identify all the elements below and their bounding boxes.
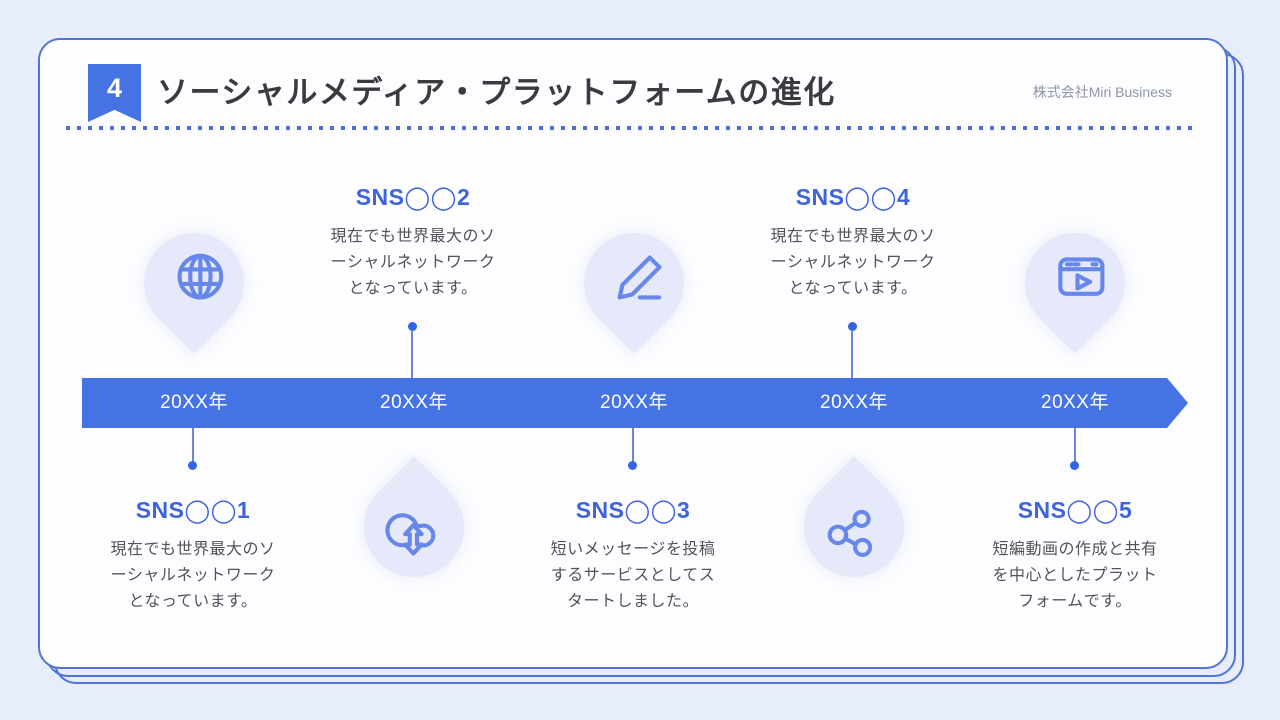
description-line: 短いメッセージを投稿 [550,541,716,558]
connector-dot [188,461,197,470]
description-line: ーシャルネットワーク [770,254,936,271]
description-line: となっています。 [788,280,918,297]
map-pin-shape [563,212,705,354]
year-label: 20XX年 [160,392,228,413]
connector-dot [408,322,417,331]
timeline-arrow-icon [1167,378,1188,428]
timeline-item: SNS◯◯1 現在でも世界最大のソ ーシャルネットワーク となっています。 [73,497,313,615]
description-line: 現在でも世界最大のソ [770,228,936,245]
description-line: するサービスとしてス [550,567,716,584]
sns-description: 現在でも世界最大のソ ーシャルネットワーク となっています。 [73,537,313,615]
year-label: 20XX年 [380,392,448,413]
pencil-icon [590,227,690,327]
description-line: を中心としたプラット [992,567,1158,584]
timeline-item: SNS◯◯2 現在でも世界最大のソ ーシャルネットワーク となっています。 [293,184,533,302]
sns-title: SNS◯◯3 [575,497,691,523]
map-pin-shape [1004,212,1146,354]
drop-pin-shape [343,456,485,598]
map-pin-shape [123,212,265,354]
connector-line [192,428,194,462]
cloud-sync-icon [359,482,459,582]
timeline-bar [82,378,1167,428]
connector-dot [628,461,637,470]
sns-description: 短編動画の作成と共有 を中心としたプラット フォームです。 [955,537,1195,615]
slide-number: 4 [106,73,123,103]
page-title: ソーシャルメディア・プラットフォームの進化 [157,75,836,110]
timeline-item: SNS◯◯5 短編動画の作成と共有 を中心としたプラット フォームです。 [955,497,1195,615]
sns-description: 短いメッセージを投稿 するサービスとしてス タートしました。 [513,537,753,615]
dotted-separator [66,126,1198,130]
description-line: となっています。 [348,280,478,297]
connector-line [411,331,413,378]
sns-title: SNS◯◯4 [795,184,911,210]
connector-line [1074,428,1076,462]
connector-line [632,428,634,462]
video-player-icon [1031,227,1131,327]
timeline-item: SNS◯◯3 短いメッセージを投稿 するサービスとしてス タートしました。 [513,497,753,615]
company-name: 株式会社Miri Business [1032,84,1172,100]
description-line: 現在でも世界最大のソ [330,228,496,245]
globe-icon [150,227,250,327]
sns-description: 現在でも世界最大のソ ーシャルネットワーク となっています。 [733,224,973,302]
timeline-item: SNS◯◯4 現在でも世界最大のソ ーシャルネットワーク となっています。 [733,184,973,302]
year-label: 20XX年 [600,392,668,413]
description-line: ーシャルネットワーク [110,567,276,584]
share-icon [799,482,899,582]
description-line: フォームです。 [1018,593,1132,610]
sns-title: SNS◯◯2 [355,184,471,210]
drop-pin-shape [783,456,925,598]
connector-dot [1070,461,1079,470]
connector-dot [848,322,857,331]
description-line: となっています。 [128,593,258,610]
description-line: 現在でも世界最大のソ [110,541,276,558]
sns-title: SNS◯◯1 [135,497,251,523]
year-label: 20XX年 [820,392,888,413]
sns-description: 現在でも世界最大のソ ーシャルネットワーク となっています。 [293,224,533,302]
description-line: タートしました。 [566,593,699,610]
description-line: 短編動画の作成と共有 [992,541,1158,558]
description-line: ーシャルネットワーク [330,254,496,271]
connector-line [851,331,853,378]
year-label: 20XX年 [1041,392,1109,413]
sns-title: SNS◯◯5 [1017,497,1133,523]
